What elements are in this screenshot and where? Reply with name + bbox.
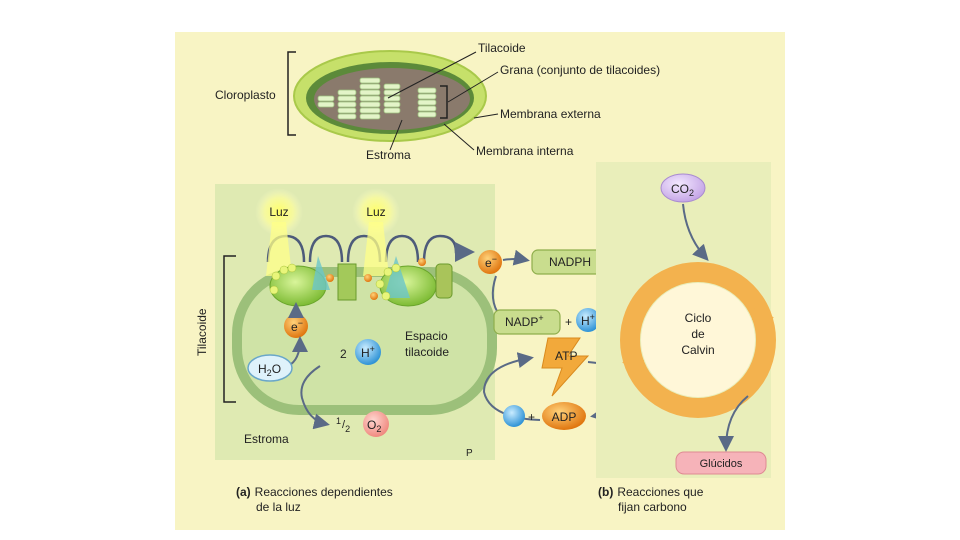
label-proton: H+ <box>361 344 375 360</box>
caption-a-line1: (a)Reacciones dependientes <box>236 485 393 499</box>
calvin-ring-arrow-1 <box>752 302 774 320</box>
caption-b-line2: fijan carbono <box>618 500 687 514</box>
glucids-box <box>675 451 767 475</box>
label-p: P <box>466 448 473 459</box>
co2-ball <box>660 173 706 203</box>
arrow-to-nadph <box>502 249 530 266</box>
light-beam-1 <box>266 222 292 276</box>
label-glucidos: Glúcidos <box>700 458 743 470</box>
leader-grana <box>447 71 499 103</box>
pigment-dots <box>269 263 401 301</box>
cytochrome-complex <box>337 263 357 301</box>
caption-a-line2: de la luz <box>256 500 301 514</box>
oxygen-ball <box>363 411 389 437</box>
tilacoide-bracket <box>223 255 236 403</box>
chloroplast-illustration: Cloroplasto Tilacoide Grana (conjunto de… <box>215 41 660 162</box>
label-electron: e− <box>485 254 497 270</box>
label-de: de <box>691 327 705 341</box>
label-tilacoide-lumen: tilacoide <box>405 345 449 359</box>
label-luz-1: Luz <box>269 205 288 219</box>
label-proton-count: 2 <box>340 347 347 361</box>
leader-outer <box>473 113 499 119</box>
carrier-dots <box>326 258 426 300</box>
label-estroma-top: Estroma <box>366 148 411 162</box>
label-espacio: Espacio <box>405 329 448 343</box>
leader-thylakoid <box>387 51 477 99</box>
protein-blue-1 <box>312 256 330 290</box>
leader-stroma <box>389 119 403 151</box>
label-grana: Grana (conjunto de tilacoides) <box>500 63 660 77</box>
arrow-co2-in <box>682 203 709 261</box>
label-half: 1/2 <box>336 416 350 434</box>
protein-blue-2 <box>384 256 410 298</box>
label-estroma-panel: Estroma <box>244 432 289 446</box>
leader-inner <box>443 123 475 151</box>
nadp-box <box>493 309 561 335</box>
proton-ball <box>355 339 381 365</box>
label-water: H2O <box>258 362 281 378</box>
label-membrana-interna: Membrana interna <box>476 144 574 158</box>
cloroplasto-bracket <box>287 51 296 136</box>
label-atp: ATP <box>555 349 577 363</box>
calvin-ring <box>620 262 776 418</box>
arrow-glucids-out <box>718 395 749 452</box>
label-h: H+ <box>581 312 595 328</box>
light-glow-2 <box>352 188 400 236</box>
calvin-ring-arrow-2 <box>622 360 644 378</box>
arrow-oxygen <box>300 365 330 430</box>
atp-synthase <box>435 263 453 299</box>
grana-stacks <box>317 77 437 120</box>
adp-ball <box>542 402 586 430</box>
electron-ball <box>478 250 502 274</box>
calvin-ring-inner <box>641 283 755 397</box>
caption-b-line1: (b)Reacciones que <box>598 485 704 499</box>
label-nadp: NADP+ <box>505 313 544 329</box>
label-nadph: NADPH <box>549 255 591 269</box>
label-co2: CO2 <box>671 182 694 198</box>
light-reactions-panel: Tilacoide Luz Luz e− H2O <box>195 184 497 460</box>
label-plus-1: + <box>565 315 572 329</box>
label-luz-2: Luz <box>366 205 385 219</box>
label-ciclo: Ciclo <box>685 311 712 325</box>
electron-inner-ball <box>284 314 308 338</box>
label-cloroplasto: Cloroplasto <box>215 88 276 102</box>
label-oxygen: O2 <box>367 418 381 434</box>
label-membrana-externa: Membrana externa <box>500 107 601 121</box>
light-glow-1 <box>255 188 303 236</box>
label-tilacoide: Tilacoide <box>478 41 526 55</box>
label-electron-inner: e− <box>291 318 303 334</box>
label-adp: ADP <box>552 410 577 424</box>
grana-bracket <box>440 85 448 119</box>
phosphate-ball <box>503 405 525 427</box>
light-beam-2 <box>363 222 389 276</box>
calvin-panel: CO2 Ciclo de Calvin Glúcidos <box>596 162 776 478</box>
atp-bolt <box>541 337 590 397</box>
h-ball <box>576 308 600 332</box>
water-molecule <box>247 354 293 382</box>
label-plus-2: + <box>528 410 535 424</box>
label-tilacoide-side: Tilacoide <box>195 308 209 356</box>
label-calvin: Calvin <box>681 343 714 357</box>
